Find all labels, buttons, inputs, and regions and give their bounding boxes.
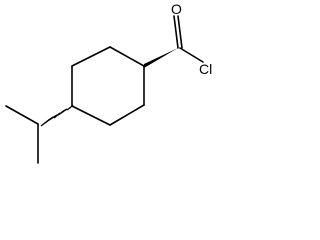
ring-bond-bottom bbox=[71, 105, 111, 126]
hashed-bond-to-isopropyl bbox=[40, 104, 74, 127]
chlorine-atom-label: Cl bbox=[199, 61, 212, 77]
cyclohexane-ring bbox=[71, 46, 145, 126]
acyl-chloride-group: O Cl bbox=[171, 1, 212, 77]
ring-bond-lower-right bbox=[109, 104, 145, 126]
isopropyl-methyl-bond-left bbox=[5, 105, 39, 125]
ring-bond-upper-left bbox=[71, 46, 111, 67]
wedge-bond-to-carbonyl bbox=[144, 48, 178, 68]
carbon-chlorine-bond bbox=[179, 47, 204, 63]
isopropyl-group bbox=[5, 105, 39, 164]
ring-bond-top bbox=[109, 46, 145, 67]
oxygen-atom-label: O bbox=[171, 1, 182, 17]
carbonyl-double-bond-line-1 bbox=[173, 15, 179, 49]
chemical-structure: O Cl bbox=[5, 1, 212, 164]
carbonyl-double-bond-line-2 bbox=[177, 15, 183, 49]
